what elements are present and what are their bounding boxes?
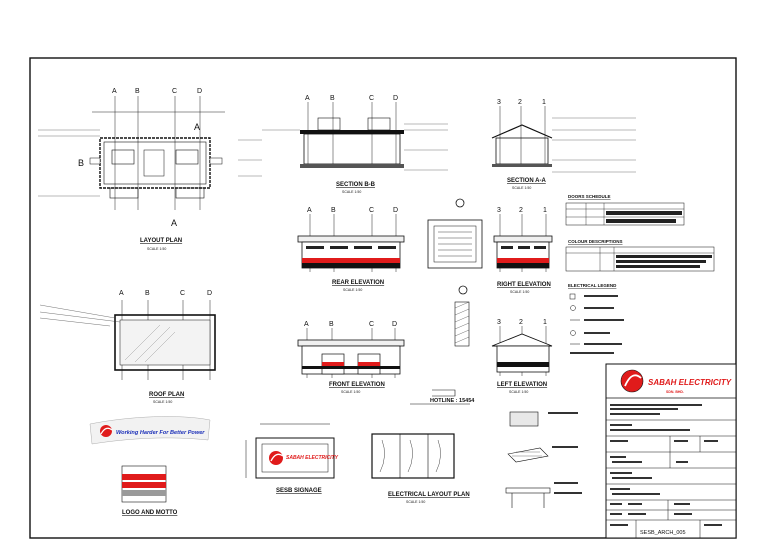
grid-label-b: B xyxy=(331,207,336,214)
fence-detail xyxy=(454,285,470,347)
grid-label-a: A xyxy=(307,207,312,214)
grid-label-d: D xyxy=(393,207,398,214)
motto-text: Working Harder For Better Power xyxy=(116,430,205,436)
signage-title: SESB SIGNAGE xyxy=(276,488,322,494)
grid-label-d: D xyxy=(197,88,202,95)
right-elevation-scale: SCALE 1:50 xyxy=(510,290,529,294)
title-block: SABAH ELECTRICITY SDN. BHD. xyxy=(605,363,737,539)
rear-elevation-title: REAR ELEVATION xyxy=(332,280,384,286)
section-mark-a-bottom: A xyxy=(171,218,177,228)
grid-label-b: B xyxy=(329,321,334,328)
electrical-layout-scale: SCALE 1:50 xyxy=(406,500,425,504)
section-aa-title: SECTION A-A xyxy=(507,178,546,184)
title-block-company-sub: SDN. BHD. xyxy=(666,390,684,394)
grid-label-a: A xyxy=(112,88,117,95)
sesb-logo-icon xyxy=(100,425,112,437)
grid-label-3: 3 xyxy=(497,99,501,106)
layout-plan-scale: SCALE 1:50 xyxy=(147,247,166,251)
grid-label-1: 1 xyxy=(542,99,546,106)
left-elevation: 3 2 1 LEFT ELEVATION SCALE 1:50 xyxy=(491,319,553,394)
roof-plan: A B C D ROOF PLAN SCALE 1:50 xyxy=(39,290,216,404)
section-mark-a-top: A xyxy=(194,122,200,132)
grid-label-2: 2 xyxy=(519,207,523,214)
grid-label-b: B xyxy=(330,95,335,102)
signage-company-name: SABAH ELECTRICITY xyxy=(286,455,339,461)
electrical-legend: ELECTRICAL LEGEND xyxy=(568,283,624,354)
grid-label-c: C xyxy=(369,321,374,328)
grid-label-c: C xyxy=(180,290,185,297)
construction-details xyxy=(505,411,582,508)
colour-descriptions-title: COLOUR DESCRIPTIONS xyxy=(568,239,623,244)
section-bb: A B C D SECTION B-B SCALE 1:50 xyxy=(262,95,448,194)
electrical-legend-title: ELECTRICAL LEGEND xyxy=(568,283,617,288)
grid-label-c: C xyxy=(369,207,374,214)
layout-plan-title: LAYOUT PLAN xyxy=(140,238,182,244)
rear-elevation: A B C D REAR ELEVATION SCALE 1:50 xyxy=(297,207,405,292)
grid-label-a: A xyxy=(305,95,310,102)
grid-label-1: 1 xyxy=(543,207,547,214)
grid-label-b: B xyxy=(135,88,140,95)
grid-label-2: 2 xyxy=(518,99,522,106)
sesb-logo-icon xyxy=(620,369,644,393)
sheet-border xyxy=(29,57,737,539)
sheet-number: SESB_ARCH_005 xyxy=(640,530,686,536)
roof-plan-scale: SCALE 1:50 xyxy=(153,400,172,404)
ventilation-block-detail xyxy=(427,198,483,269)
grid-label-2: 2 xyxy=(519,319,523,326)
hotline-label: HOTLINE : 15454 xyxy=(430,398,475,404)
front-elevation: A B C D FRONT ELEVATION SCALE 1:50 xyxy=(297,321,405,394)
grid-label-a: A xyxy=(119,290,124,297)
grid-label-3: 3 xyxy=(497,319,501,326)
grid-label-3: 3 xyxy=(497,207,501,214)
section-mark-b: B xyxy=(78,158,84,168)
logo-and-motto: Working Harder For Better Power LOGO AND… xyxy=(89,416,211,516)
right-elevation: 3 2 1 RIGHT ELEVATION SCALE 1:50 xyxy=(493,207,553,294)
left-elevation-title: LEFT ELEVATION xyxy=(497,382,547,388)
electrical-layout-plan: ELECTRICAL LAYOUT PLAN SCALE 1:50 xyxy=(371,433,470,504)
rear-elevation-scale: SCALE 1:50 xyxy=(343,288,362,292)
title-block-company: SABAH ELECTRICITY xyxy=(648,378,732,387)
right-elevation-title: RIGHT ELEVATION xyxy=(497,282,551,288)
grid-label-d: D xyxy=(392,321,397,328)
logo-motto-title: LOGO AND MOTTO xyxy=(122,510,178,516)
section-bb-scale: SCALE 1:50 xyxy=(342,190,361,194)
front-elevation-title: FRONT ELEVATION xyxy=(329,382,385,388)
sesb-signage: SABAH ELECTRICITY SESB SIGNAGE xyxy=(245,423,339,494)
doors-schedule-title: DOORS SCHEDULE xyxy=(568,194,611,199)
layout-plan: A B C D B A A LAYOUT PLAN SCALE 1:50 xyxy=(38,88,262,251)
section-bb-title: SECTION B-B xyxy=(336,182,376,188)
colour-descriptions: COLOUR DESCRIPTIONS xyxy=(565,239,715,272)
grid-label-c: C xyxy=(172,88,177,95)
grid-label-a: A xyxy=(304,321,309,328)
doors-schedule: DOORS SCHEDULE xyxy=(565,194,685,226)
grid-label-d: D xyxy=(207,290,212,297)
grid-label-b: B xyxy=(145,290,150,297)
grid-label-d: D xyxy=(393,95,398,102)
section-aa-scale: SCALE 1:50 xyxy=(512,186,531,190)
left-elevation-scale: SCALE 1:50 xyxy=(509,390,528,394)
section-aa: 3 2 1 SECTION A-A SCALE 1:50 xyxy=(491,99,636,190)
grid-label-c: C xyxy=(369,95,374,102)
front-elevation-scale: SCALE 1:50 xyxy=(341,390,360,394)
hotline-panel: HOTLINE : 15454 xyxy=(410,389,475,405)
sesb-logo-icon xyxy=(269,451,283,465)
roof-plan-title: ROOF PLAN xyxy=(149,392,184,398)
electrical-layout-title: ELECTRICAL LAYOUT PLAN xyxy=(388,492,470,498)
grid-label-1: 1 xyxy=(543,319,547,326)
